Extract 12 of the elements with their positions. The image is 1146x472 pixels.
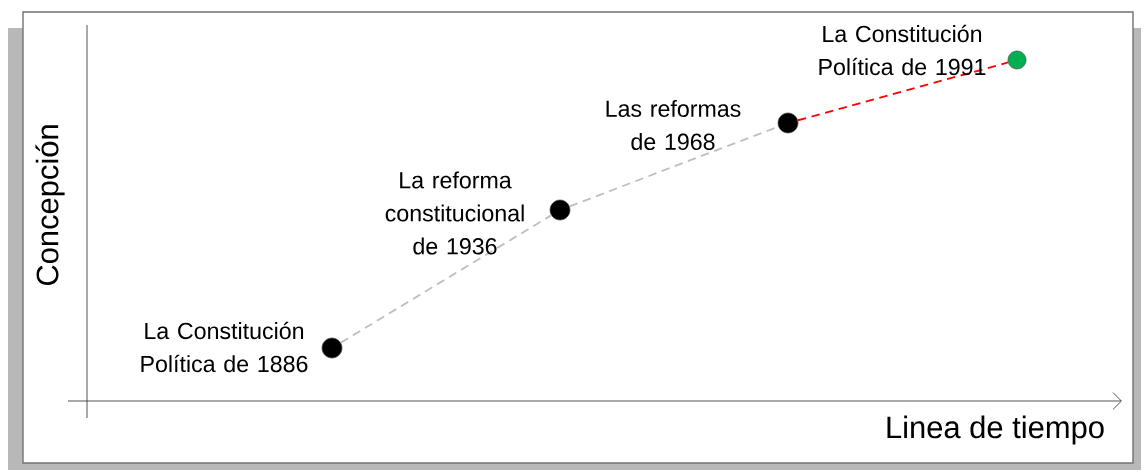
event-label: Las reformas de 1968 bbox=[606, 100, 741, 150]
timeline-dot bbox=[1007, 50, 1027, 70]
y-axis-label: Concepción bbox=[35, 125, 65, 286]
connector-line bbox=[339, 214, 553, 344]
event-label: La reforma constitucional de 1936 bbox=[385, 171, 524, 255]
x-axis-label: Linea de tiempo bbox=[887, 415, 1104, 445]
event-label: La Constitución Política de 1886 bbox=[141, 321, 308, 373]
connector-line bbox=[797, 61, 1009, 122]
timeline-dot bbox=[549, 199, 571, 221]
timeline-dot bbox=[777, 112, 799, 134]
event-label: La Constitución Política de 1991 bbox=[819, 24, 986, 76]
timeline-dot bbox=[321, 337, 343, 359]
